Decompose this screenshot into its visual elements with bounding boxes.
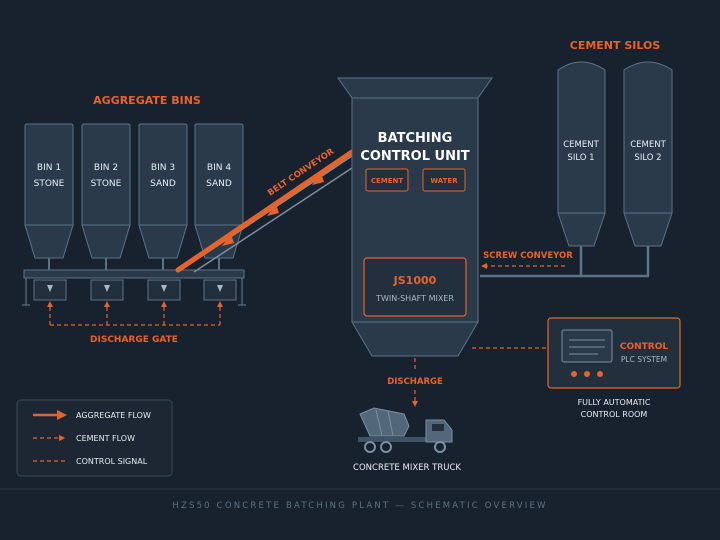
control-title: CONTROL — [620, 342, 669, 352]
belt-arrow-3-icon — [312, 173, 324, 185]
bin-4-material: SAND — [206, 179, 232, 189]
bin-3: BIN 3 SAND — [138, 123, 188, 259]
footer-title: HZS50 CONCRETE BATCHING PLANT — SCHEMATI… — [172, 501, 547, 511]
control-caption-line2: CONTROL ROOM — [581, 410, 648, 419]
cement-silo-1: CEMENT SILO 1 — [557, 61, 606, 247]
cement-silo-2: CEMENT SILO 2 — [623, 61, 673, 247]
batching-control-unit: BATCHING CONTROL UNIT CEMENT WATER JS100… — [337, 77, 493, 407]
bin-1: BIN 1 STONE — [24, 123, 74, 259]
bin-2: BIN 2 STONE — [81, 123, 131, 259]
silo-1-line2: SILO 1 — [567, 153, 594, 163]
truck-label: CONCRETE MIXER TRUCK — [353, 463, 461, 473]
screw-conveyor: SCREW CONVEYOR — [480, 246, 650, 278]
gate-4-icon — [217, 285, 223, 292]
bin-3-name: BIN 3 — [151, 163, 175, 173]
cement-badge-label: CEMENT — [371, 177, 404, 185]
aggregate-bins-group: AGGREGATE BINS BIN 1 STONE BIN 2 STONE B… — [22, 94, 246, 345]
water-badge — [422, 168, 466, 192]
legend-label-cement: CEMENT FLOW — [76, 434, 135, 443]
gate-1-icon — [47, 285, 53, 292]
silo-2-line1: CEMENT — [630, 140, 666, 150]
bin-3-material: SAND — [150, 179, 176, 189]
bin-4-name: BIN 4 — [207, 163, 231, 173]
control-room: CONTROL PLC SYSTEM FULLY AUTOMATIC CONTR… — [472, 317, 681, 419]
screw-conveyor-label: SCREW CONVEYOR — [483, 251, 573, 261]
legend-item-aggregate: AGGREGATE FLOW — [33, 410, 151, 420]
belt-arrow-2-icon — [267, 204, 279, 216]
belt-arrow-1-icon — [222, 234, 234, 246]
legend-label-aggregate: AGGREGATE FLOW — [76, 411, 151, 420]
bin-2-name: BIN 2 — [94, 163, 118, 173]
discharge-gate-signal — [47, 301, 223, 326]
batching-title-line1: BATCHING — [378, 131, 453, 146]
batching-title-line2: CONTROL UNIT — [360, 149, 469, 164]
mixer-type: TWIN-SHAFT MIXER — [375, 294, 454, 303]
discharge-gate-label: DISCHARGE GATE — [90, 335, 178, 345]
mixer-box — [363, 257, 467, 317]
indicator-light-3-icon — [597, 371, 603, 377]
cement-silos-title: CEMENT SILOS — [570, 39, 661, 52]
cement-silos-group: CEMENT SILOS CEMENT SILO 1 CEMENT SILO 2… — [480, 39, 673, 278]
legend-item-cement: CEMENT FLOW — [33, 434, 135, 443]
footer: HZS50 CONCRETE BATCHING PLANT — SCHEMATI… — [0, 488, 720, 511]
silo-1-line1: CEMENT — [563, 140, 599, 150]
aggregate-bins-title: AGGREGATE BINS — [93, 94, 201, 107]
control-caption-line1: FULLY AUTOMATIC — [578, 398, 651, 407]
plc-monitor-icon — [561, 329, 613, 363]
bin-2-material: STONE — [91, 179, 122, 189]
gate-3-icon — [161, 285, 167, 292]
bin-1-material: STONE — [34, 179, 65, 189]
legend-item-control: CONTROL SIGNAL — [33, 457, 148, 466]
cement-badge — [365, 168, 409, 192]
bin-4: BIN 4 SAND — [194, 123, 244, 259]
feeder-frame — [22, 258, 246, 306]
bin-1-name: BIN 1 — [37, 163, 61, 173]
water-badge-label: WATER — [430, 177, 458, 185]
indicator-light-2-icon — [584, 371, 590, 377]
legend-label-control: CONTROL SIGNAL — [76, 457, 148, 466]
control-subtitle: PLC SYSTEM — [621, 355, 667, 364]
silo-2-line2: SILO 2 — [634, 153, 661, 163]
legend: AGGREGATE FLOW CEMENT FLOW CONTROL SIGNA… — [16, 399, 173, 477]
mixer-model: JS1000 — [393, 274, 437, 287]
gate-2-icon — [104, 285, 110, 292]
indicator-light-1-icon — [571, 371, 577, 377]
mixer-truck-icon — [358, 407, 453, 453]
discharge-label: DISCHARGE — [387, 377, 443, 387]
